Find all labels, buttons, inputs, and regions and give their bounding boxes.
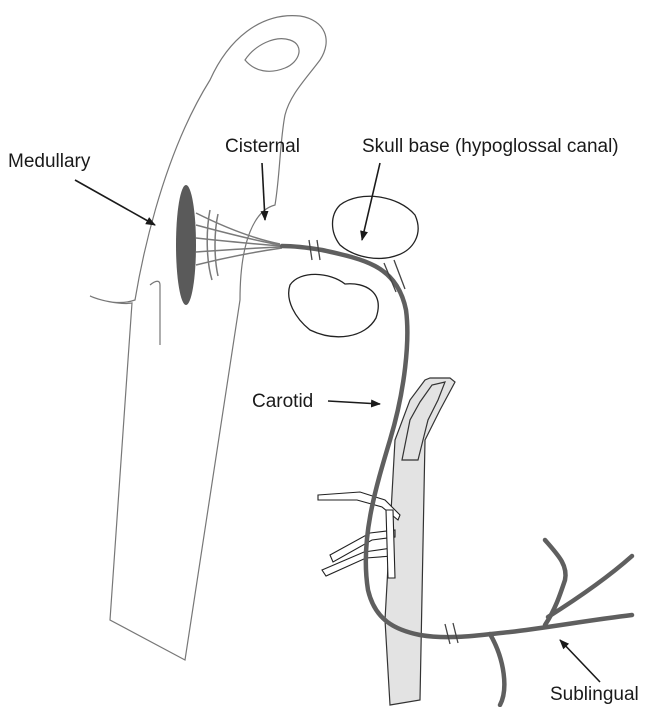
nerve-rootlets <box>196 210 282 280</box>
medullary-arrow <box>75 180 155 225</box>
sublingual-arrow <box>560 640 600 682</box>
skull-base-bones <box>289 196 418 336</box>
medullary-label: Medullary <box>8 152 90 171</box>
carotid-arrow <box>328 401 380 404</box>
cisternal-label: Cisternal <box>225 137 300 156</box>
brainstem-outline <box>90 16 326 660</box>
sublingual-label: Sublingual <box>550 685 639 704</box>
hypoglossal-nucleus <box>176 185 196 305</box>
cervical-branches <box>318 492 400 578</box>
carotid-label: Carotid <box>252 392 313 411</box>
skull-base-label: Skull base (hypoglossal canal) <box>362 137 619 156</box>
